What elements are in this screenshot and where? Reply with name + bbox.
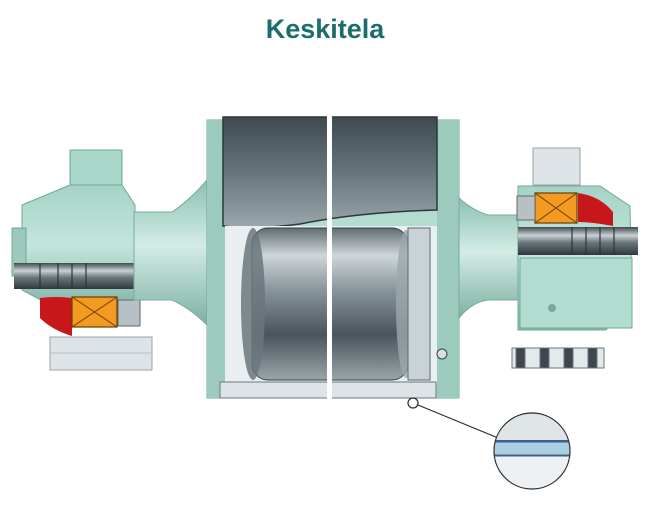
roll-bolt [436, 348, 448, 360]
right-bearing-block [534, 192, 578, 224]
left-journal [133, 178, 208, 327]
right-journal [458, 196, 521, 320]
page-title: Keskitela [265, 14, 385, 44]
right-bearing-cap [516, 195, 536, 221]
detail-callout [407, 397, 571, 490]
right-lower-housing [519, 257, 633, 329]
roll-body [206, 115, 460, 401]
callout-marker [407, 397, 419, 409]
right-top-plate [532, 147, 581, 186]
right-seal-red [578, 193, 613, 226]
left-bearing-cap [117, 299, 141, 327]
callout-leader-line [417, 404, 504, 441]
left-shaft [14, 263, 136, 289]
roll-right-ring [407, 227, 431, 381]
roll-center-split [327, 115, 332, 401]
roll-left-wall [207, 120, 225, 398]
roll-right-wall [437, 120, 459, 398]
left-bearing-assembly [11, 149, 153, 371]
right-housing-bolt [548, 304, 556, 312]
roll-core-left-end [241, 228, 265, 380]
left-shaft-grooves [39, 263, 87, 289]
right-bearing-assembly [511, 147, 638, 369]
right-shaft-grooves [571, 227, 615, 255]
right-base-feet [511, 347, 605, 369]
zoom-detail-circle [494, 413, 570, 489]
right-shaft [518, 227, 638, 255]
left-seal-red [40, 297, 72, 336]
left-bearing-block [71, 296, 118, 328]
